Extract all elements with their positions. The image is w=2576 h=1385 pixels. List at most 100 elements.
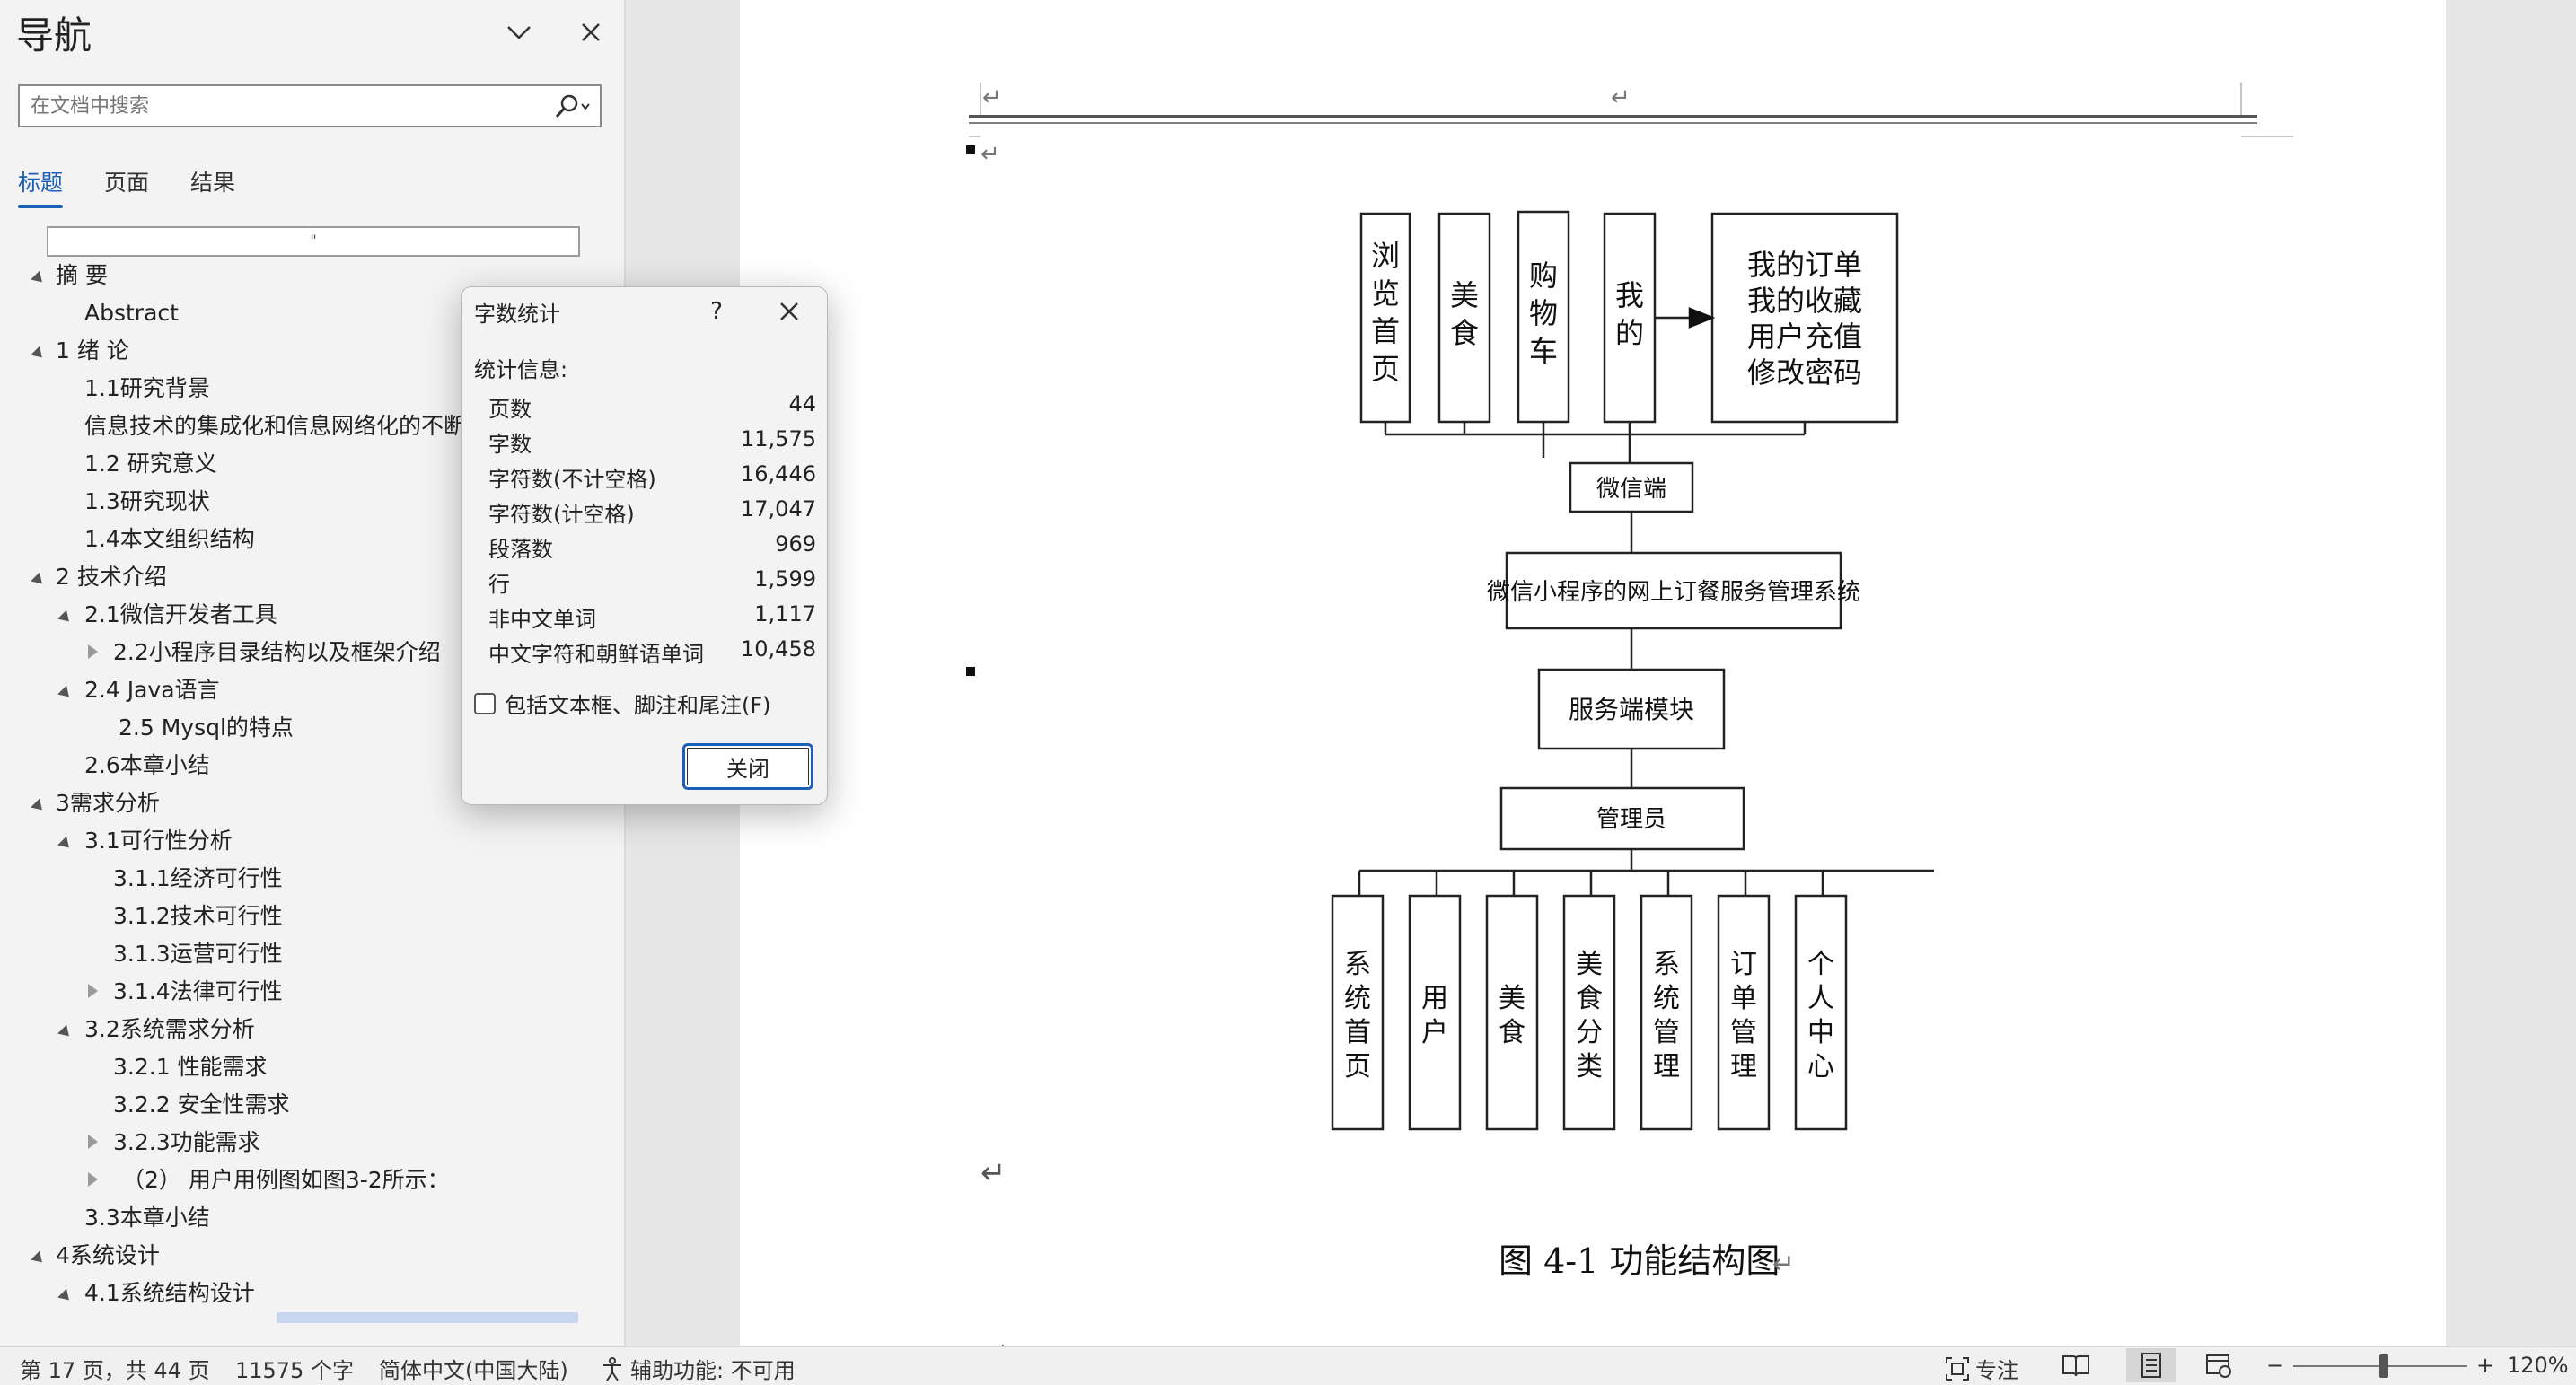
nav-heading-item[interactable]: 2.1微信开发者工具: [84, 601, 277, 627]
web-layout-icon[interactable]: [2205, 1353, 2232, 1383]
top-node-label: 购: [1529, 259, 1558, 293]
language-status[interactable]: 简体中文(中国大陆): [379, 1358, 568, 1383]
nav-heading-item[interactable]: 2 技术介绍: [56, 564, 167, 590]
nav-heading-item[interactable]: 3.1.3运营可行性: [113, 941, 283, 967]
stat-value: 10,458: [741, 636, 816, 662]
collapse-arrow-icon[interactable]: [59, 1282, 72, 1312]
accessibility-label: 辅助功能: 不可用: [630, 1358, 796, 1383]
zoom-slider-thumb[interactable]: [2379, 1354, 2388, 1378]
nav-heading-item[interactable]: 2.5 Mysql的特点: [119, 714, 294, 741]
node-user: [1408, 894, 1462, 1131]
nav-heading-item[interactable]: 4.1系统结构设计: [84, 1280, 255, 1306]
help-icon[interactable]: ?: [710, 298, 723, 325]
paragraph-mark: ↵: [980, 141, 1000, 168]
bottom-node-label: 管: [1730, 1017, 1757, 1048]
nav-search-box: [18, 84, 602, 127]
current-heading-box[interactable]: ": [47, 226, 580, 257]
stat-label: 字符数(不计空格): [488, 467, 656, 492]
nav-heading-item[interactable]: 1.4本文组织结构: [84, 526, 255, 552]
word-count-status[interactable]: 11575 个字: [235, 1358, 354, 1383]
print-layout-icon[interactable]: [2126, 1348, 2176, 1382]
anchor-mark: [966, 667, 975, 676]
nav-heading-item[interactable]: Abstract: [84, 300, 179, 326]
node-personal-center: [1794, 894, 1848, 1131]
wechat-node-label: 微信端: [1596, 476, 1666, 503]
nav-heading-item[interactable]: 信息技术的集成化和信息网络化的不断发: [84, 413, 489, 439]
collapse-arrow-icon[interactable]: [59, 829, 72, 860]
nav-heading-item[interactable]: 2.2小程序目录结构以及框架介绍: [113, 639, 441, 665]
nav-close-icon[interactable]: [571, 13, 611, 52]
include-checkbox[interactable]: [474, 692, 496, 714]
nav-heading-item[interactable]: 1 绪 论: [56, 337, 129, 364]
nav-heading-item[interactable]: 3.2.1 性能需求: [113, 1054, 268, 1080]
svg-text:.: .: [1000, 1332, 1006, 1346]
nav-heading-item[interactable]: 3.1可行性分析: [84, 828, 233, 854]
node-food-b: [1485, 894, 1539, 1131]
nav-heading-item[interactable]: 3需求分析: [56, 790, 160, 816]
document-page[interactable]: ↵ ↵ ↵: [740, 0, 2446, 1346]
collapse-arrow-icon[interactable]: [59, 603, 72, 634]
collapse-arrow-icon[interactable]: [59, 679, 72, 709]
nav-heading-item[interactable]: 摘 要: [56, 262, 108, 288]
bottom-node-label: 系: [1344, 949, 1371, 980]
nav-heading-item[interactable]: 4系统设计: [56, 1242, 160, 1268]
tab-headings[interactable]: 标题: [18, 170, 64, 196]
expand-arrow-icon[interactable]: [88, 1167, 98, 1197]
accessibility-status[interactable]: 辅助功能: 不可用: [600, 1353, 796, 1384]
search-icon[interactable]: [548, 90, 596, 122]
read-mode-icon[interactable]: [2062, 1353, 2090, 1383]
server-node-label: 服务端模块: [1569, 695, 1694, 724]
top-node-label: 览: [1371, 276, 1400, 311]
nav-options-chevron-down-icon[interactable]: [499, 14, 539, 50]
zoom-out-button[interactable]: −: [2266, 1353, 2285, 1378]
nav-heading-item[interactable]: 3.2.3功能需求: [113, 1129, 260, 1155]
expand-arrow-icon[interactable]: [88, 639, 98, 670]
tab-pages[interactable]: 页面: [104, 170, 150, 196]
nav-heading-item[interactable]: 3.1.2技术可行性: [113, 903, 283, 929]
collapse-arrow-icon[interactable]: [32, 339, 45, 370]
page-info[interactable]: 第 17 页，共 44 页: [20, 1358, 210, 1383]
collapse-arrow-icon[interactable]: [32, 565, 45, 596]
include-textboxes-option[interactable]: 包括文本框、脚注和尾注(F): [474, 688, 771, 719]
node-food-category: [1562, 894, 1616, 1131]
bottom-node-label: 订: [1730, 949, 1757, 980]
bottom-node-label: 中: [1807, 1017, 1834, 1048]
nav-heading-item[interactable]: 3.2系统需求分析: [84, 1016, 255, 1042]
nav-heading-item[interactable]: 1.1研究背景: [84, 375, 210, 401]
zoom-in-button[interactable]: +: [2476, 1353, 2495, 1378]
bottom-node-label: 统: [1344, 983, 1371, 1014]
dialog-close-icon[interactable]: [767, 293, 812, 330]
stat-label: 非中文单词: [488, 607, 596, 632]
bottom-node-label: 美: [1576, 949, 1603, 980]
caption-paragraph-mark: ↵: [1772, 1249, 1795, 1280]
nav-search-input[interactable]: [20, 86, 523, 126]
expand-arrow-icon[interactable]: [88, 978, 98, 1009]
collapse-arrow-icon[interactable]: [32, 1244, 45, 1275]
nav-heading-item[interactable]: 2.4 Java语言: [84, 677, 220, 703]
nav-heading-item[interactable]: 3.3本章小结: [84, 1205, 210, 1231]
expand-arrow-icon[interactable]: [88, 1129, 98, 1160]
nav-heading-item[interactable]: 1.2 研究意义: [84, 451, 217, 477]
nav-heading-item[interactable]: 3.1.4法律可行性: [113, 978, 283, 1004]
close-button[interactable]: 关闭: [682, 743, 813, 790]
zoom-level[interactable]: 120%: [2507, 1353, 2569, 1378]
tab-results[interactable]: 结果: [190, 170, 236, 196]
focus-mode-button[interactable]: 专注: [1945, 1353, 2018, 1384]
collapse-arrow-icon[interactable]: [59, 1018, 72, 1048]
collapse-arrow-icon[interactable]: [32, 792, 45, 822]
header-paragraph-mark-left: ↵: [982, 84, 1002, 111]
stat-value: 44: [788, 391, 816, 416]
nav-scroll-indicator[interactable]: [277, 1312, 578, 1323]
nav-heading-item[interactable]: 2.6本章小结: [84, 752, 210, 778]
nav-heading-item[interactable]: 1.3研究现状: [84, 488, 210, 514]
figure-caption: 图 4-1 功能结构图: [1499, 1241, 1780, 1281]
bottom-node-label: 理: [1730, 1051, 1757, 1083]
nav-heading-item[interactable]: （2） 用户用例图如图3-2所示：: [122, 1167, 450, 1193]
focus-label: 专注: [1975, 1358, 2018, 1383]
mine-detail-line: 修改密码: [1747, 355, 1862, 390]
collapse-arrow-icon[interactable]: [32, 264, 45, 294]
nav-heading-item[interactable]: 3.2.2 安全性需求: [113, 1091, 290, 1118]
nav-heading-item[interactable]: 3.1.1经济可行性: [113, 865, 283, 891]
